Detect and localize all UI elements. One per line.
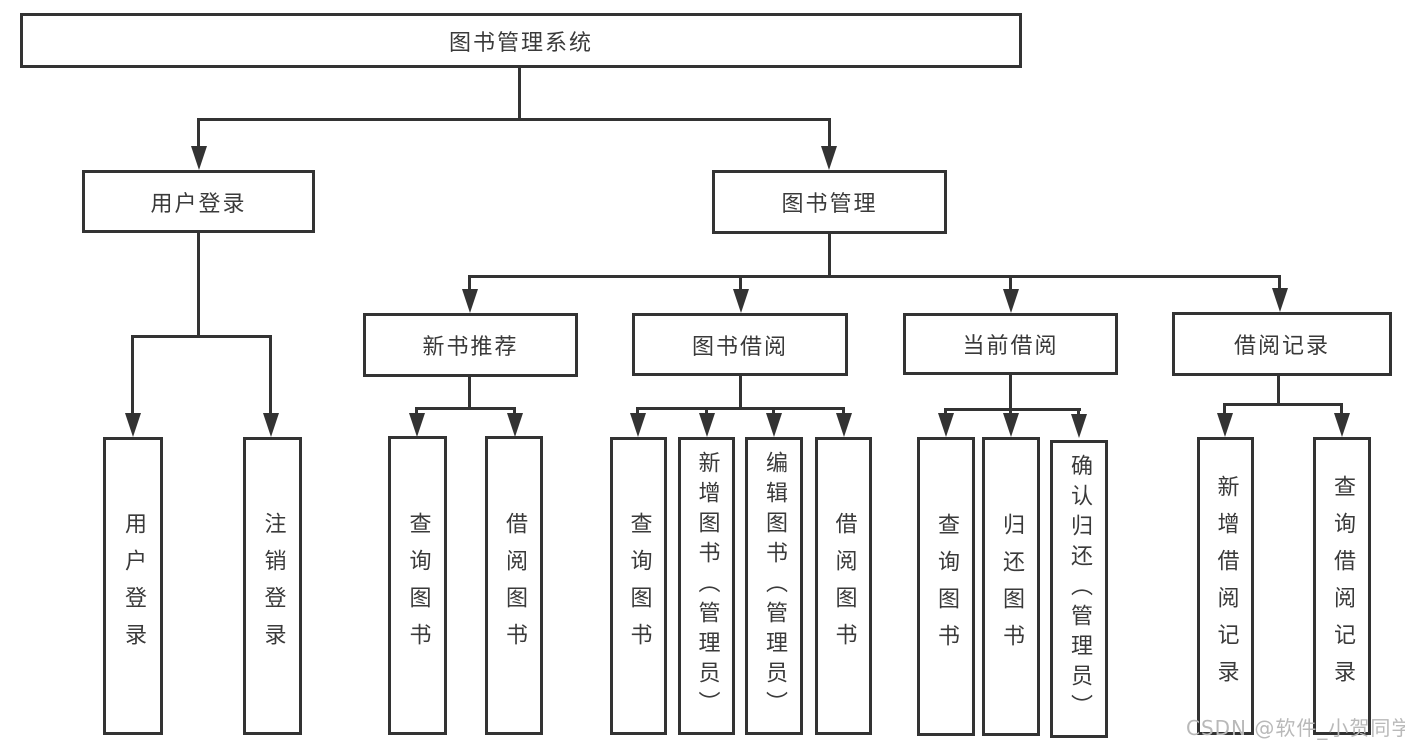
connector-line xyxy=(705,407,708,417)
node-user-login: 用户登录 xyxy=(82,170,315,233)
connector-line xyxy=(415,407,418,417)
leaf-label: 归还图书 xyxy=(999,512,1024,661)
node-label: 借阅记录 xyxy=(1233,334,1330,359)
node-root: 图书管理系统 xyxy=(20,13,1022,68)
connector-line xyxy=(1223,403,1343,406)
leaf-borrow-books-recommend: 借阅图书 xyxy=(485,436,543,735)
arrow-down-icon xyxy=(1217,413,1233,437)
connector-line xyxy=(197,118,200,150)
arrow-down-icon xyxy=(263,413,279,437)
arrow-down-icon xyxy=(766,413,782,437)
connector-line xyxy=(197,118,831,121)
leaf-label: 用户登录 xyxy=(121,512,146,660)
connector-line xyxy=(1278,275,1281,293)
leaf-label: 查询图书 xyxy=(626,512,652,660)
leaf-logout: 注销登录 xyxy=(243,437,302,735)
arrow-down-icon xyxy=(507,413,523,437)
connector-line xyxy=(468,377,471,407)
connector-line xyxy=(739,275,742,293)
connector-line xyxy=(1009,375,1012,408)
node-label: 新书推荐 xyxy=(422,335,519,360)
connector-line xyxy=(636,407,639,417)
connector-line xyxy=(1077,408,1080,417)
leaf-query-books-recommend: 查询图书 xyxy=(388,436,447,735)
connector-line xyxy=(944,408,1081,411)
arrow-down-icon xyxy=(1071,414,1087,438)
connector-line xyxy=(197,233,200,335)
node-current-borrow: 当前借阅 xyxy=(903,313,1118,375)
node-new-book-recommend: 新书推荐 xyxy=(363,313,578,377)
connector-line xyxy=(739,376,742,407)
connector-line xyxy=(842,407,845,417)
connector-line xyxy=(1277,376,1280,403)
node-label: 图书借阅 xyxy=(691,334,788,360)
connector-line xyxy=(131,335,272,338)
connector-line xyxy=(468,275,471,293)
arrow-down-icon xyxy=(1003,413,1019,437)
connector-line xyxy=(518,68,521,118)
connector-line xyxy=(513,407,516,417)
node-label: 图书管理 xyxy=(781,192,878,217)
leaf-query-books-borrow: 查询图书 xyxy=(610,437,667,735)
connector-line xyxy=(828,118,831,150)
connector-line xyxy=(1009,408,1012,417)
connector-line xyxy=(944,408,947,417)
leaf-label: 查询图书 xyxy=(405,511,431,660)
arrow-down-icon xyxy=(938,413,954,437)
leaf-query-books-current: 查询图书 xyxy=(917,437,975,736)
csdn-watermark: CSDN @软件_小贺同学 xyxy=(1186,716,1405,740)
leaf-label: 借阅图书 xyxy=(831,512,857,660)
arrow-down-icon xyxy=(821,146,837,170)
leaf-query-borrow-record: 查询借阅记录 xyxy=(1313,437,1371,735)
leaf-label: 确认归还（管理员） xyxy=(1067,454,1092,724)
leaf-label: 借阅图书 xyxy=(502,511,527,660)
connector-line xyxy=(1009,275,1012,293)
leaf-label: 新增图书（管理员） xyxy=(694,451,720,721)
connector-line xyxy=(1223,403,1226,417)
connector-line xyxy=(828,234,831,275)
arrow-down-icon xyxy=(733,289,749,313)
arrow-down-icon xyxy=(125,413,141,437)
leaf-label: 注销登录 xyxy=(260,512,286,660)
node-label: 当前借阅 xyxy=(962,334,1059,359)
leaf-return-books: 归还图书 xyxy=(982,437,1040,736)
arrow-down-icon xyxy=(1003,289,1019,313)
arrow-down-icon xyxy=(630,413,646,437)
node-borrow-records: 借阅记录 xyxy=(1172,312,1392,376)
leaf-confirm-return-admin: 确认归还（管理员） xyxy=(1050,440,1108,738)
leaf-label: 查询图书 xyxy=(934,512,959,661)
connector-line xyxy=(636,407,845,410)
arrow-down-icon xyxy=(1272,288,1288,312)
arrow-down-icon xyxy=(462,289,478,313)
connector-line xyxy=(415,407,516,410)
leaf-label: 编辑图书（管理员） xyxy=(762,451,787,721)
leaf-user-login: 用户登录 xyxy=(103,437,163,735)
connector-line xyxy=(468,275,1281,278)
leaf-edit-books-admin: 编辑图书（管理员） xyxy=(745,437,803,735)
arrow-down-icon xyxy=(1334,413,1350,437)
arrow-down-icon xyxy=(699,413,715,437)
connector-line xyxy=(1340,403,1343,417)
arrow-down-icon xyxy=(191,146,207,170)
node-book-management: 图书管理 xyxy=(712,170,947,234)
leaf-add-books-admin: 新增图书（管理员） xyxy=(678,437,735,735)
leaf-borrow-books: 借阅图书 xyxy=(815,437,872,735)
arrow-down-icon xyxy=(836,413,852,437)
leaf-add-borrow-record: 新增借阅记录 xyxy=(1197,437,1254,735)
node-label: 用户登录 xyxy=(150,191,247,217)
node-book-borrow: 图书借阅 xyxy=(632,313,848,376)
leaf-label: 查询借阅记录 xyxy=(1330,475,1355,697)
connector-line xyxy=(269,335,272,417)
node-root-label: 图书管理系统 xyxy=(448,30,593,56)
arrow-down-icon xyxy=(409,413,425,437)
leaf-label: 新增借阅记录 xyxy=(1213,475,1239,697)
connector-line xyxy=(131,335,134,417)
connector-line xyxy=(772,407,775,417)
